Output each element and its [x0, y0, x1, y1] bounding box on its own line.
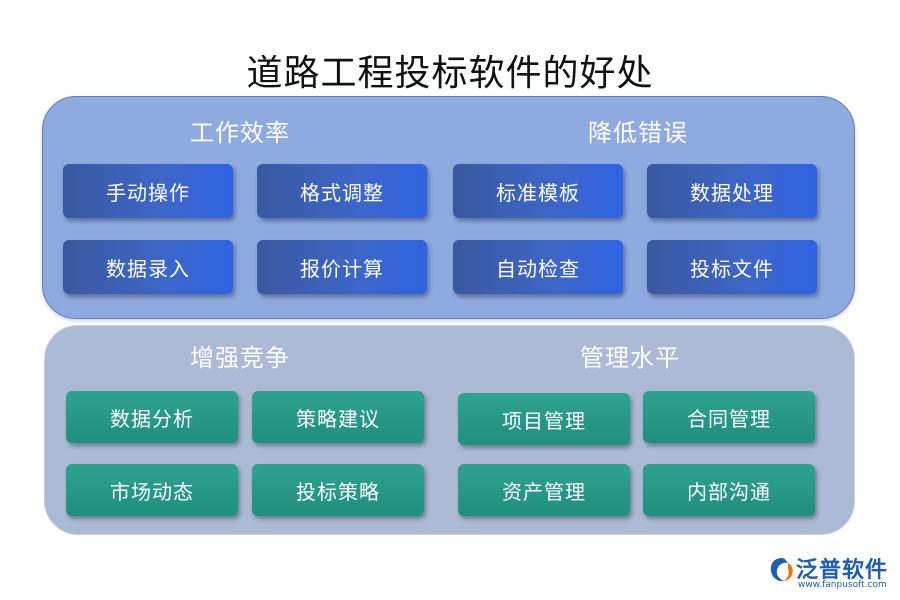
group-title-efficiency: 工作效率 [190, 119, 290, 147]
logo-swirl-icon [770, 558, 793, 582]
group-title-competition: 增强竞争 [190, 344, 290, 372]
box-management-1: 项目管理 [458, 393, 630, 445]
box-efficiency-1: 手动操作 [63, 164, 233, 218]
box-errors-4: 投标文件 [647, 240, 817, 294]
box-errors-2: 数据处理 [647, 164, 817, 218]
box-efficiency-2: 格式调整 [257, 164, 427, 218]
box-competition-2: 策略建议 [252, 391, 424, 443]
box-competition-4: 投标策略 [252, 464, 424, 516]
box-competition-3: 市场动态 [66, 464, 238, 516]
box-management-4: 内部沟通 [643, 464, 815, 516]
logo-name: 泛普软件 [796, 558, 889, 583]
box-competition-1: 数据分析 [66, 391, 238, 443]
brand-logo: 泛普软件 www.fanpusoft.com [766, 552, 896, 596]
box-errors-3: 自动检查 [453, 240, 623, 294]
box-errors-1: 标准模板 [453, 164, 623, 218]
box-management-3: 资产管理 [458, 464, 630, 516]
logo-url: www.fanpusoft.com [798, 580, 887, 590]
box-efficiency-4: 报价计算 [257, 240, 427, 294]
group-title-errors: 降低错误 [588, 119, 688, 147]
group-title-management: 管理水平 [580, 344, 680, 372]
box-management-2: 合同管理 [643, 391, 815, 443]
box-efficiency-3: 数据录入 [63, 240, 233, 294]
diagram-title: 道路工程投标软件的好处 [246, 53, 654, 94]
